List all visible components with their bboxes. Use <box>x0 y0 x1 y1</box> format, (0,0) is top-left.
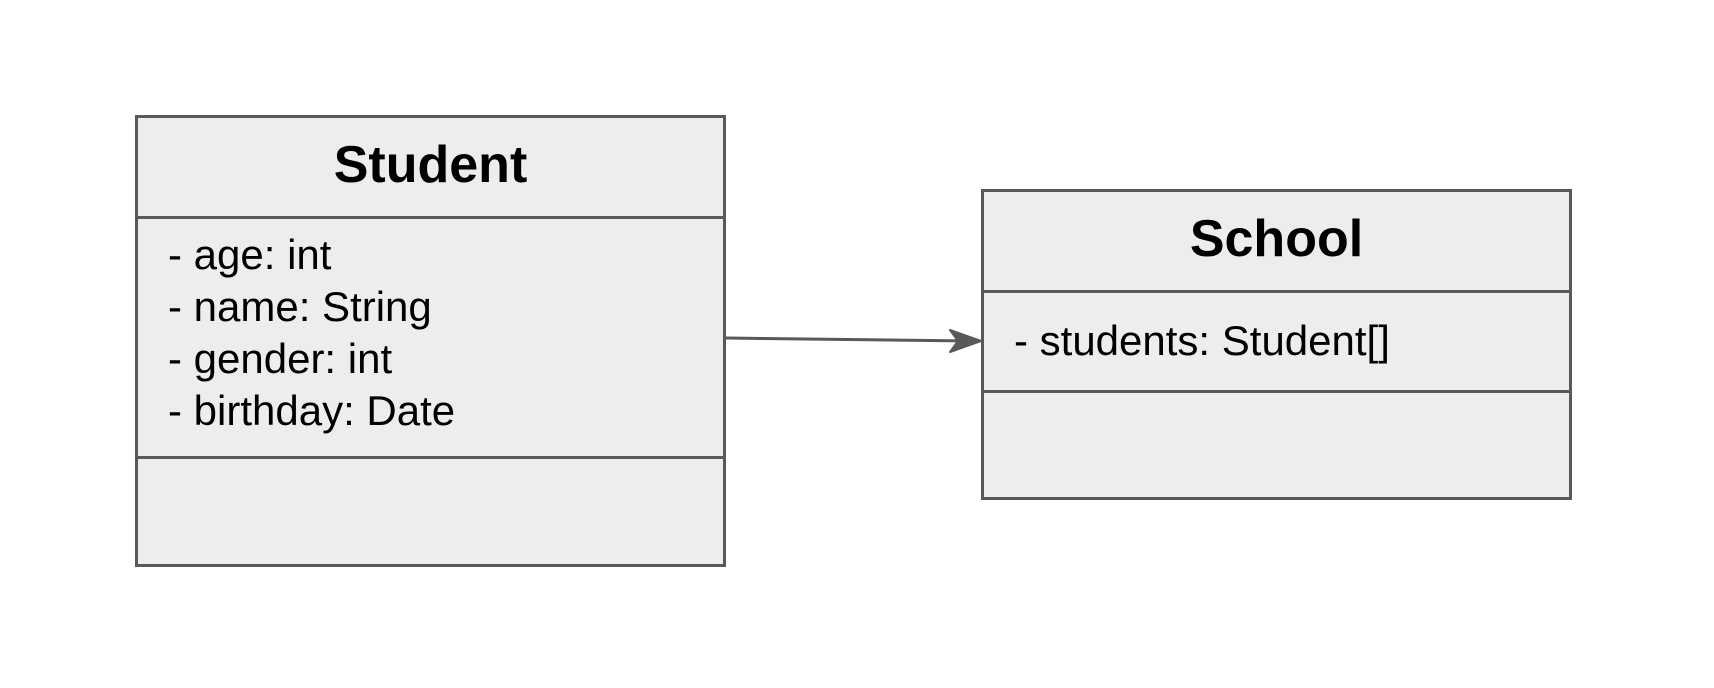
school-attribute-students: - students: Student[] <box>1014 317 1390 364</box>
student-attribute-gender: - gender: int <box>168 335 393 382</box>
student-class-name: Student <box>138 118 723 219</box>
association-line[interactable] <box>725 336 971 343</box>
student-attribute-name: - name: String <box>168 283 432 330</box>
school-attributes-compartment: - students: Student[] <box>984 293 1569 393</box>
student-class-box[interactable]: Student - age: int - name: String - gend… <box>135 115 726 567</box>
student-attribute-birthday: - birthday: Date <box>168 387 456 434</box>
student-attribute-age: - age: int <box>168 231 332 278</box>
school-class-name: School <box>984 192 1569 293</box>
school-class-box[interactable]: School - students: Student[] <box>981 189 1572 500</box>
student-attributes-compartment: - age: int - name: String - gender: int … <box>138 219 723 459</box>
arrowhead-icon <box>949 329 982 353</box>
